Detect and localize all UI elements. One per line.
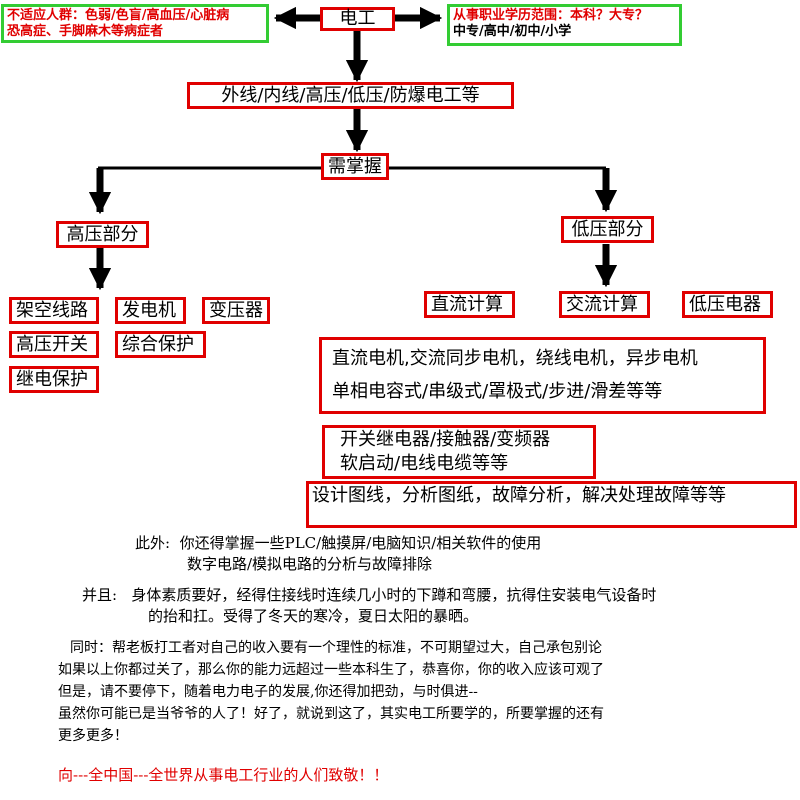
drawings-box: 设计图线，分析图纸，故障分析，解决处理故障等等: [306, 481, 797, 528]
high-item-generator: 发电机: [115, 297, 186, 324]
relays-box: 开关继电器/接触器/变频器 软启动/电线电缆等等: [322, 425, 596, 479]
also-note: 此外: 你还得掌握一些PLC/触摸屏/电脑知识/相关软件的使用 数字电路/模拟电…: [135, 534, 542, 573]
high-item-hv-switch: 高压开关: [9, 331, 99, 358]
meanwhile-paragraph: 同时：帮老板打工者对自己的收入要有一个理性的标准，不可期望过大，自己承包别论 如…: [58, 640, 604, 744]
low-item-ac-calculation: 交流计算: [559, 291, 650, 318]
root-node: 电工: [320, 7, 395, 31]
education-range-note: 从事职业学历范围：本科？大专？ 中专/高中/初中/小学: [447, 4, 682, 46]
and-note: 并且: 身体素质要好，经得住接线时连续几小时的下蹲和弯腰，抗得住安装电气设备时 …: [82, 586, 657, 625]
low-item-lv-apparatus: 低压电器: [682, 291, 773, 318]
low-voltage-title: 低压部分: [561, 216, 654, 243]
high-item-transformer: 变压器: [202, 297, 270, 324]
high-item-integrated-protection: 综合保护: [115, 331, 206, 358]
electrician-types-node: 外线/内线/高压/低压/防爆电工等: [187, 82, 514, 109]
motors-box: 直流电机,交流同步电机，绕线电机，异步电机 单相电容式/串级式/罩极式/步进/滑…: [319, 337, 766, 414]
salute-line: 向---全中国---全世界从事电工行业的人们致敬！！: [58, 766, 389, 784]
unsuitable-people-note: 不适应人群：色弱/色盲/高血压/心脏病 恐高症、手脚麻木等病症者: [1, 4, 269, 43]
high-item-overhead-lines: 架空线路: [9, 297, 99, 324]
must-master-node: 需掌握: [321, 153, 389, 180]
high-voltage-title: 高压部分: [56, 221, 149, 248]
high-item-relay-protection: 继电保护: [9, 366, 99, 393]
low-item-dc-calculation: 直流计算: [424, 291, 515, 318]
